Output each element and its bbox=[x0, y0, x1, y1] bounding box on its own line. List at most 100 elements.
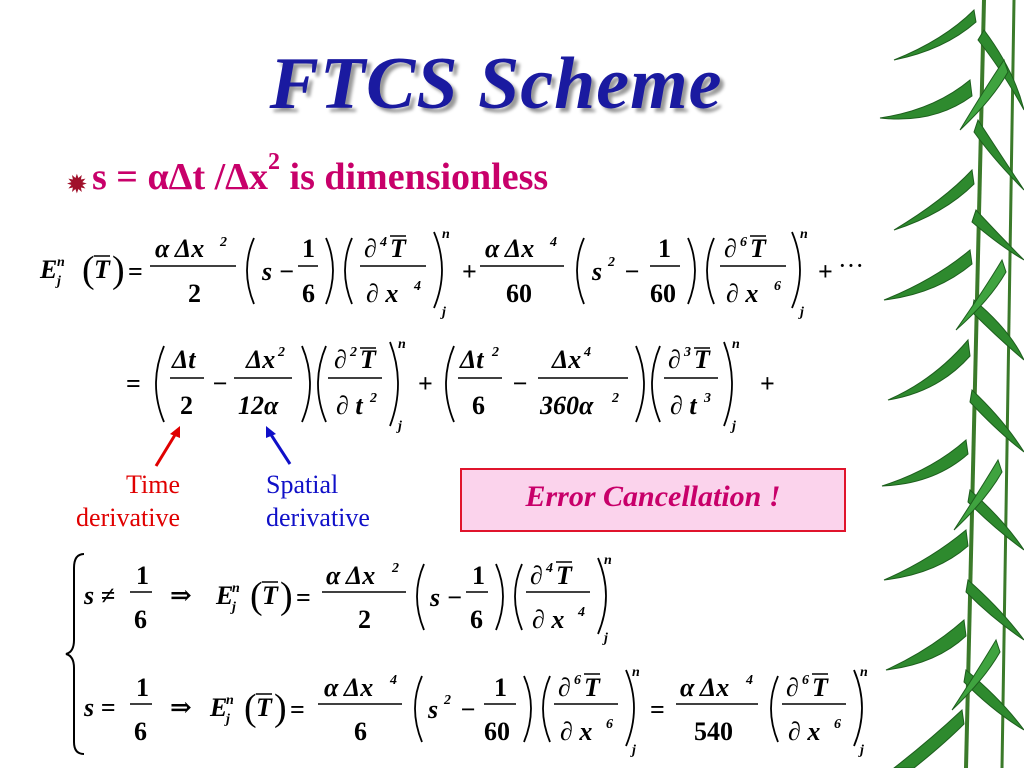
svg-text:2: 2 bbox=[358, 605, 371, 634]
bullet-text: s = αΔt /Δx2 is dimensionless bbox=[92, 149, 548, 199]
svg-text:6: 6 bbox=[574, 673, 581, 688]
svg-text:4: 4 bbox=[549, 235, 557, 250]
svg-text:n: n bbox=[442, 227, 450, 242]
svg-text:n: n bbox=[57, 255, 65, 270]
svg-text:=: = bbox=[296, 583, 311, 612]
svg-text:=: = bbox=[128, 257, 143, 286]
svg-text:−: − bbox=[460, 695, 476, 724]
svg-text:4: 4 bbox=[583, 345, 591, 360]
svg-text:6: 6 bbox=[134, 717, 147, 746]
bamboo-leaves-icon bbox=[879, 0, 1024, 768]
svg-text:4: 4 bbox=[545, 561, 553, 576]
time-derivative-label: Time derivative bbox=[30, 468, 180, 534]
svg-text:1: 1 bbox=[136, 673, 149, 702]
svg-text:1: 1 bbox=[136, 561, 149, 590]
svg-text:s: s bbox=[591, 257, 602, 286]
svg-text:∂ t: ∂ t bbox=[336, 391, 363, 420]
svg-text:j: j bbox=[230, 600, 236, 615]
svg-text:E: E bbox=[39, 255, 57, 284]
svg-text:+: + bbox=[418, 369, 433, 398]
error-cancellation-callout bbox=[460, 468, 846, 532]
svg-text:∂ x: ∂ x bbox=[560, 717, 592, 746]
svg-text:s −: s − bbox=[261, 257, 294, 286]
svg-text:Δx: Δx bbox=[551, 345, 581, 374]
svg-text:=: = bbox=[126, 369, 141, 398]
svg-text:6: 6 bbox=[134, 605, 147, 634]
svg-text:T: T bbox=[390, 234, 407, 263]
svg-text:j: j bbox=[396, 419, 402, 434]
svg-text:4: 4 bbox=[389, 673, 397, 688]
svg-text:+: + bbox=[462, 257, 477, 286]
svg-text:T: T bbox=[256, 693, 273, 722]
svg-text:1: 1 bbox=[302, 234, 315, 263]
bullet-text-sup: 2 bbox=[268, 149, 281, 176]
svg-text:E: E bbox=[209, 693, 227, 722]
svg-text:(: ( bbox=[244, 687, 257, 729]
svg-text:2: 2 bbox=[611, 391, 619, 406]
svg-text:1: 1 bbox=[494, 673, 507, 702]
svg-text:): ) bbox=[274, 687, 287, 729]
svg-text:∂: ∂ bbox=[786, 673, 799, 702]
svg-text:60: 60 bbox=[484, 717, 510, 746]
svg-text:j: j bbox=[798, 305, 804, 320]
svg-text:∂: ∂ bbox=[724, 234, 737, 263]
svg-text:=: = bbox=[290, 695, 305, 724]
svg-text:∂: ∂ bbox=[558, 673, 571, 702]
svg-text:6: 6 bbox=[740, 235, 747, 250]
svg-text:−: − bbox=[212, 369, 228, 398]
svg-text:∂ t: ∂ t bbox=[670, 391, 697, 420]
svg-text:s ≠: s ≠ bbox=[83, 581, 115, 610]
svg-text:2: 2 bbox=[369, 391, 377, 406]
svg-text:s: s bbox=[427, 695, 438, 724]
svg-text:∂ x: ∂ x bbox=[788, 717, 820, 746]
derivative-arrows bbox=[154, 426, 292, 467]
svg-text:α Δx: α Δx bbox=[326, 561, 375, 590]
svg-text:j: j bbox=[224, 712, 230, 727]
svg-text:n: n bbox=[232, 581, 240, 596]
svg-text:2: 2 bbox=[607, 255, 615, 270]
svg-text:s =: s = bbox=[83, 693, 115, 722]
svg-text:T: T bbox=[360, 345, 377, 374]
svg-text:6: 6 bbox=[470, 605, 483, 634]
error-cancellation-text: Error Cancellation ! bbox=[525, 480, 781, 513]
svg-text:j: j bbox=[440, 305, 446, 320]
svg-text:6: 6 bbox=[302, 279, 315, 308]
spatial-derivative-label-line-2: derivative bbox=[266, 503, 370, 532]
svg-text:12α: 12α bbox=[238, 391, 279, 420]
svg-text:j: j bbox=[55, 274, 61, 289]
svg-text:n: n bbox=[226, 693, 234, 708]
svg-text:2: 2 bbox=[277, 345, 285, 360]
starburst-bullet-icon: ✹ bbox=[66, 170, 88, 199]
svg-text:): ) bbox=[112, 249, 125, 291]
svg-text:4: 4 bbox=[413, 279, 421, 294]
svg-text:6: 6 bbox=[354, 717, 367, 746]
svg-text:E: E bbox=[215, 581, 233, 610]
svg-text:n: n bbox=[860, 665, 868, 680]
svg-text:n: n bbox=[800, 227, 808, 242]
slide-title: FTCS Scheme bbox=[269, 43, 723, 125]
bullet-text-main: s = αΔt /Δx bbox=[92, 156, 269, 198]
svg-text:2: 2 bbox=[219, 235, 227, 250]
svg-text:∂ x: ∂ x bbox=[726, 279, 758, 308]
svg-text:···: ··· bbox=[838, 251, 864, 280]
svg-text:∂: ∂ bbox=[364, 234, 377, 263]
svg-text:j: j bbox=[730, 419, 736, 434]
svg-text:3: 3 bbox=[703, 391, 711, 406]
svg-text:∂: ∂ bbox=[668, 345, 681, 374]
svg-text:α Δx: α Δx bbox=[680, 673, 729, 702]
time-derivative-arrow bbox=[154, 429, 180, 467]
svg-text:s −: s − bbox=[429, 583, 462, 612]
svg-text:n: n bbox=[604, 553, 612, 568]
svg-text:∂: ∂ bbox=[334, 345, 347, 374]
svg-text:T: T bbox=[262, 581, 279, 610]
svg-text:T: T bbox=[812, 673, 829, 702]
time-derivative-label-line-2: derivative bbox=[76, 503, 180, 532]
svg-text:+: + bbox=[760, 369, 775, 398]
svg-text:6: 6 bbox=[606, 717, 613, 732]
svg-text:n: n bbox=[632, 665, 640, 680]
svg-text:4: 4 bbox=[379, 235, 387, 250]
svg-text:T: T bbox=[556, 561, 573, 590]
svg-text:2: 2 bbox=[443, 693, 451, 708]
svg-text:6: 6 bbox=[834, 717, 841, 732]
